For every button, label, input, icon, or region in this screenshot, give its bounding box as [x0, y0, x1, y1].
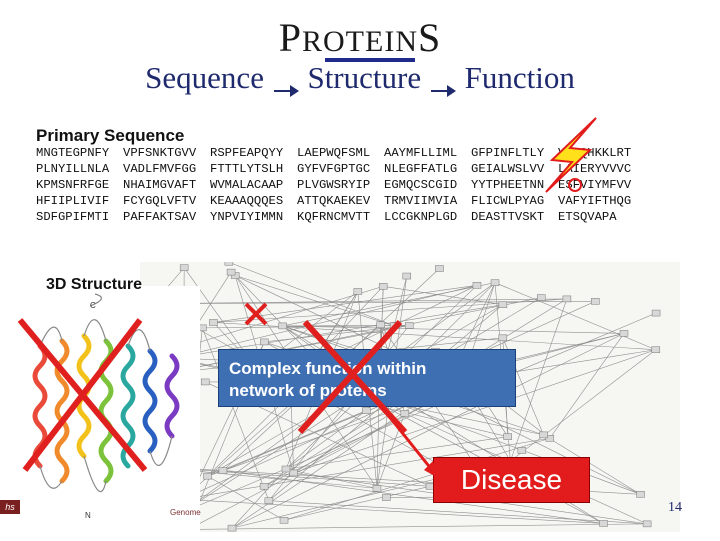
footer-text: Genome [170, 508, 201, 517]
cross-structure-icon [20, 320, 145, 470]
logo: hs [0, 500, 20, 514]
arrow-to-disease-icon [380, 405, 438, 478]
mutation-circle-icon [569, 179, 581, 191]
page-number: 14 [668, 500, 682, 516]
cross-small-icon [246, 304, 266, 324]
